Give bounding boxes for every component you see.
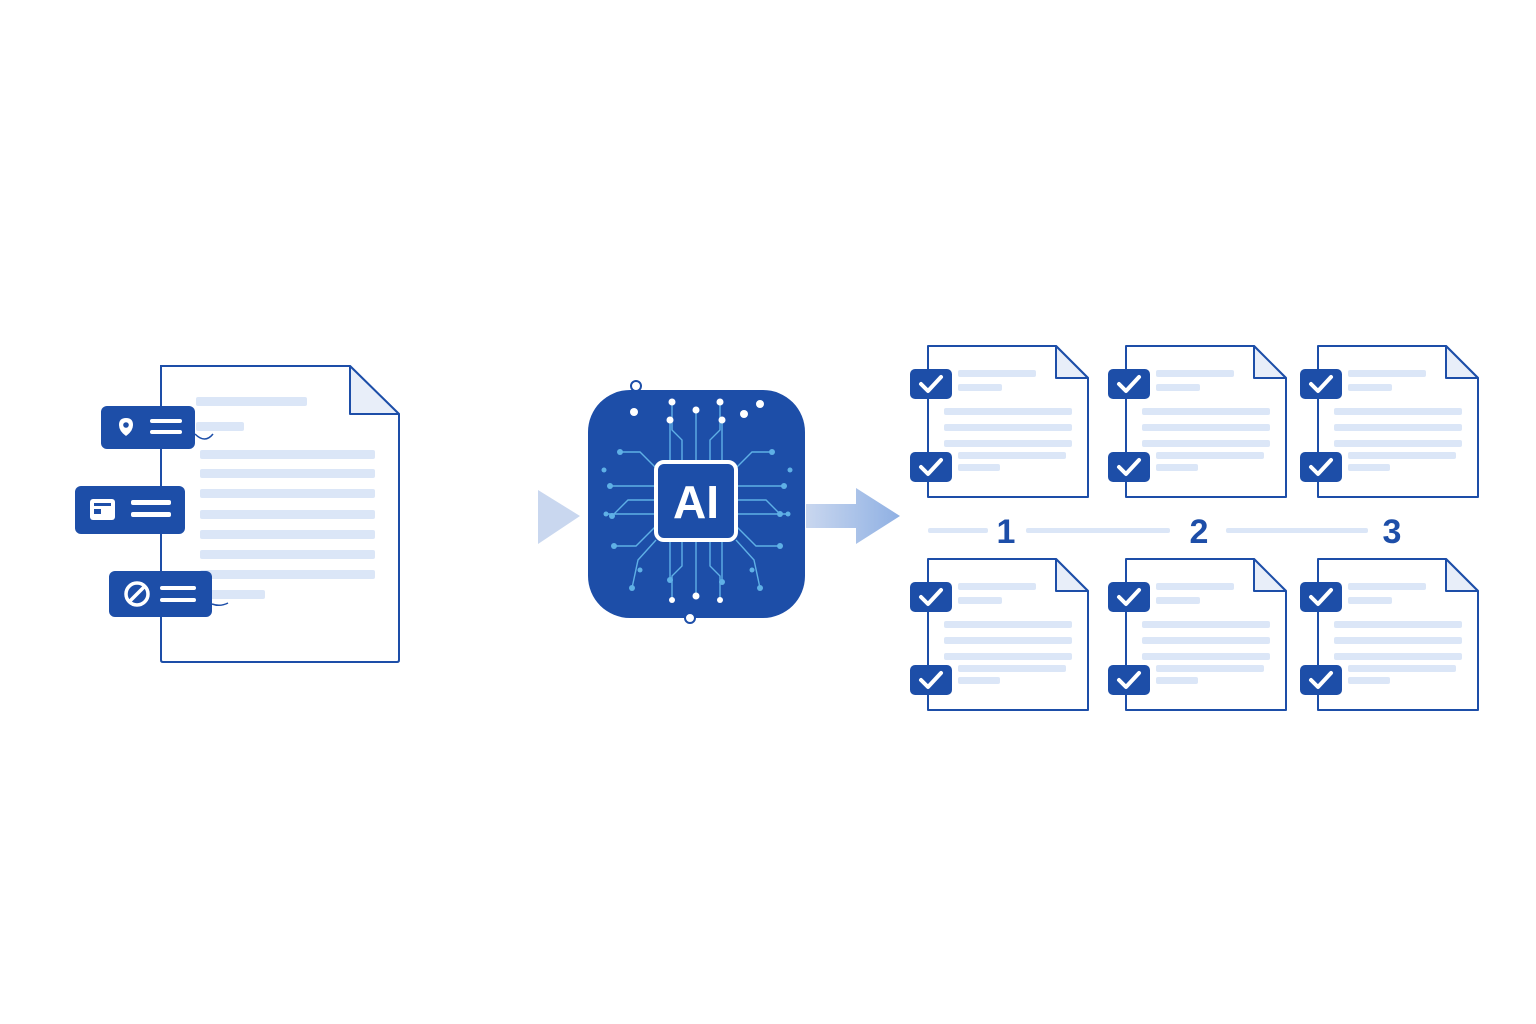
location-pin-icon xyxy=(119,418,133,436)
document-text-lines xyxy=(944,583,1072,684)
document-text-lines xyxy=(1334,370,1462,471)
tag-blocked xyxy=(109,571,229,617)
arrow-to-outputs xyxy=(806,488,900,544)
id-card-icon xyxy=(90,499,115,520)
ai-chip-icon: AI xyxy=(588,380,805,624)
checkmark-icon xyxy=(1108,369,1150,399)
arrow-to-ai xyxy=(538,490,580,544)
checked-document-icon xyxy=(1300,558,1479,711)
checkmark-icon xyxy=(1108,452,1150,482)
checkmark-icon xyxy=(1300,665,1342,695)
checked-document-icon xyxy=(1108,345,1287,498)
checkmark-icon xyxy=(1300,369,1342,399)
document-text-lines xyxy=(944,370,1072,471)
checkmark-icon xyxy=(1108,582,1150,612)
step-numbers: 1 2 3 xyxy=(997,513,1402,551)
circuit-nodes xyxy=(601,449,793,591)
document-text-lines xyxy=(1334,583,1462,684)
document-text-lines xyxy=(1142,583,1270,684)
circuit-traces xyxy=(606,402,788,600)
step-number-2: 2 xyxy=(1190,513,1209,551)
blocked-icon xyxy=(124,581,150,607)
checkmark-icon xyxy=(1108,665,1150,695)
checkmark-icon xyxy=(910,582,952,612)
checkmark-icon xyxy=(910,665,952,695)
document-text-lines xyxy=(1142,370,1270,471)
document-text-lines xyxy=(196,397,375,599)
output-dividers xyxy=(928,528,1368,533)
ai-label: AI xyxy=(673,476,719,528)
step-number-1: 1 xyxy=(997,513,1016,551)
checked-document-icon xyxy=(1108,558,1287,711)
checked-document-icon xyxy=(910,558,1089,711)
page-fold xyxy=(349,365,400,415)
checkmark-icon xyxy=(910,452,952,482)
step-number-3: 3 xyxy=(1383,513,1402,551)
output-documents xyxy=(910,345,1479,711)
checked-document-icon xyxy=(1300,345,1479,498)
tag-location xyxy=(101,406,214,449)
input-document xyxy=(75,365,400,663)
checkmark-icon xyxy=(1300,452,1342,482)
checked-document-icon xyxy=(910,345,1089,498)
checkmark-icon xyxy=(910,369,952,399)
circuit-pins xyxy=(630,398,764,603)
ai-core xyxy=(654,460,738,542)
tag-id-card xyxy=(75,486,185,534)
checkmark-icon xyxy=(1300,582,1342,612)
